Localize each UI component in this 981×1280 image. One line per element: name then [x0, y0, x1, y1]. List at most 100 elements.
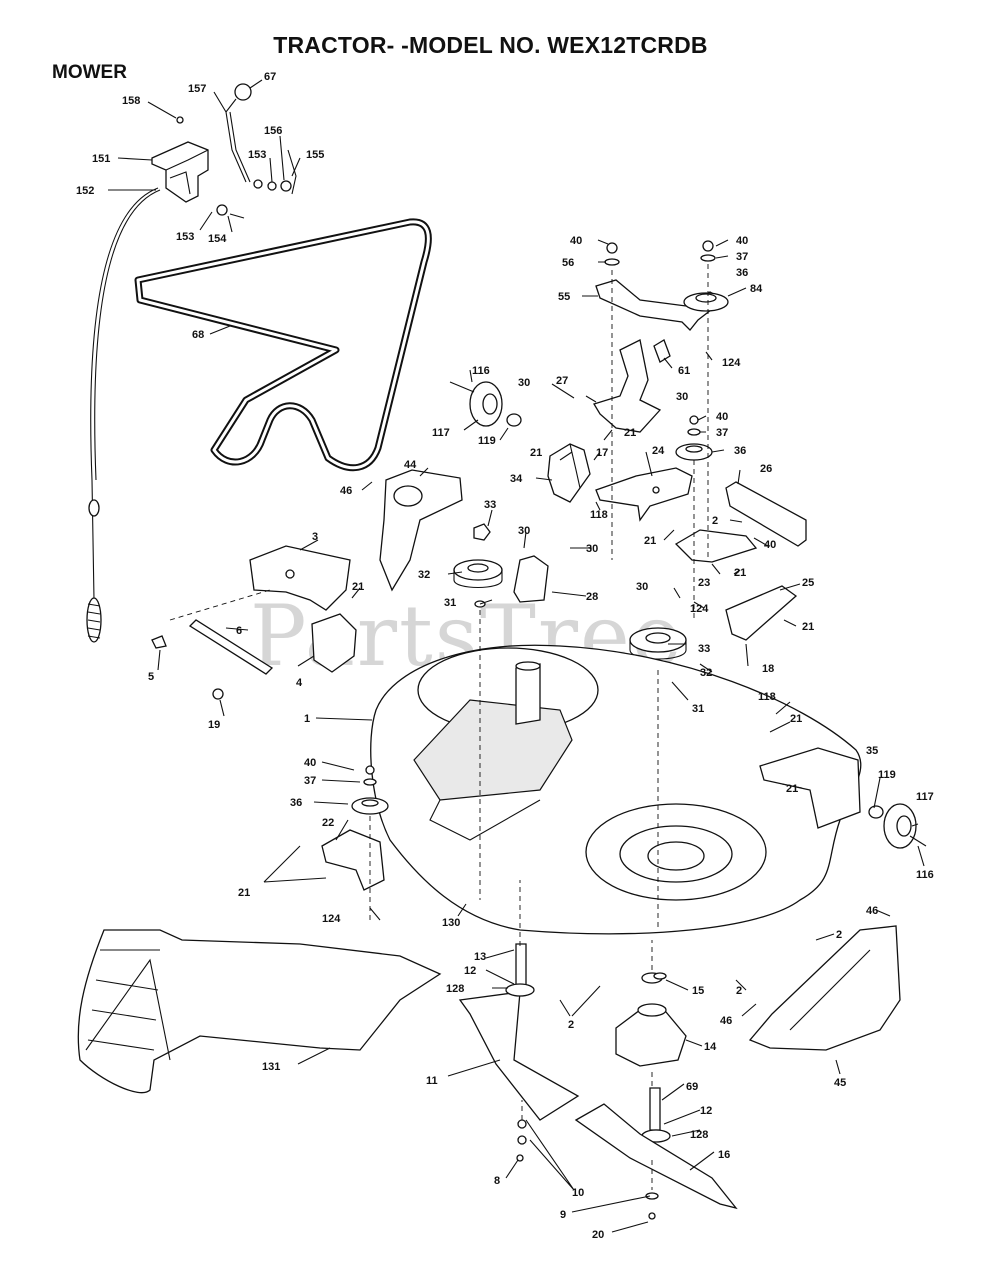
- diagram-title: TRACTOR- -MODEL NO. WEX12TCRDB: [273, 32, 708, 58]
- callout-28: 28: [586, 591, 598, 603]
- rod-6: [188, 619, 274, 675]
- callout-124: 124: [690, 603, 709, 615]
- gauge-wheel-right: [868, 803, 927, 849]
- callout-3: 3: [312, 531, 318, 543]
- callout-26: 26: [760, 463, 772, 475]
- hardware: [516, 972, 667, 1220]
- leader-lines: [108, 79, 925, 1233]
- callout-21: 21: [624, 427, 636, 439]
- spindle-housing-14: [615, 972, 687, 1067]
- callout-116: 116: [916, 869, 934, 881]
- callout-6: 6: [236, 625, 242, 637]
- callout-11: 11: [426, 1075, 438, 1087]
- callout-33: 33: [484, 499, 496, 511]
- callout-119: 119: [878, 769, 896, 781]
- callout-31: 31: [444, 597, 456, 609]
- belt-guard-44: [379, 469, 463, 592]
- callout-32: 32: [700, 667, 712, 679]
- callout-2: 2: [712, 515, 718, 527]
- callout-21: 21: [238, 887, 250, 899]
- callout-8: 8: [494, 1175, 500, 1187]
- callout-27: 27: [556, 375, 568, 387]
- callout-9: 9: [560, 1209, 566, 1221]
- bracket-22: [321, 829, 385, 891]
- callout-124: 124: [722, 357, 741, 369]
- callout-34: 34: [510, 473, 523, 485]
- callout-1: 1: [304, 713, 310, 725]
- callout-35: 35: [866, 745, 878, 757]
- spindle-12: [641, 1087, 671, 1143]
- callout-37: 37: [716, 427, 728, 439]
- callout-21: 21: [786, 783, 798, 795]
- callout-40: 40: [736, 235, 748, 247]
- callout-31: 31: [692, 703, 704, 715]
- callout-116: 116: [472, 365, 490, 377]
- callout-118: 118: [758, 691, 776, 703]
- cable-spring: [86, 597, 102, 643]
- callout-20: 20: [592, 1229, 604, 1241]
- callout-18: 18: [762, 663, 774, 675]
- callout-22: 22: [322, 817, 334, 829]
- callout-30: 30: [676, 391, 688, 403]
- callout-156: 156: [264, 125, 282, 137]
- callout-21: 21: [530, 447, 542, 459]
- callout-19: 19: [208, 719, 220, 731]
- arm-24: [595, 467, 693, 522]
- callout-2: 2: [836, 929, 842, 941]
- bracket-34: [547, 443, 591, 503]
- callout-30: 30: [518, 377, 530, 389]
- bracket-25: [725, 585, 798, 641]
- callout-2: 2: [736, 985, 742, 997]
- callout-154: 154: [208, 233, 227, 245]
- callout-117: 117: [916, 791, 934, 803]
- callout-152: 152: [76, 185, 94, 197]
- idler-bracket-55: [595, 240, 729, 331]
- callout-24: 24: [652, 445, 665, 457]
- callout-55: 55: [558, 291, 570, 303]
- callout-151: 151: [92, 153, 110, 165]
- pulley-32-right: [629, 627, 687, 670]
- callout-40: 40: [764, 539, 776, 551]
- callout-69: 69: [686, 1081, 698, 1093]
- callout-5: 5: [148, 671, 154, 683]
- callout-128: 128: [690, 1129, 708, 1141]
- callout-61: 61: [678, 365, 690, 377]
- callout-40: 40: [570, 235, 582, 247]
- callout-23: 23: [698, 577, 710, 589]
- callout-30: 30: [518, 525, 530, 537]
- lift-lever-assembly: [151, 83, 297, 219]
- drive-belt: [134, 218, 432, 472]
- callout-36: 36: [734, 445, 746, 457]
- callout-10: 10: [572, 1187, 584, 1199]
- callout-36: 36: [290, 797, 302, 809]
- bracket-4: [151, 613, 357, 700]
- discharge-chute: [77, 929, 442, 1094]
- callout-37: 37: [304, 775, 316, 787]
- callout-46: 46: [720, 1015, 732, 1027]
- pulley-36-left: [351, 765, 389, 815]
- callout-30: 30: [586, 543, 598, 555]
- callout-16: 16: [718, 1149, 730, 1161]
- callout-15: 15: [692, 985, 704, 997]
- callout-33: 33: [698, 643, 710, 655]
- gauge-wheel-left: [449, 381, 522, 427]
- callout-46: 46: [866, 905, 878, 917]
- callout-36: 36: [736, 267, 748, 279]
- callout-17: 17: [596, 447, 608, 459]
- callout-84: 84: [750, 283, 763, 295]
- callout-44: 44: [404, 459, 417, 471]
- callout-21: 21: [352, 581, 364, 593]
- callout-124: 124: [322, 913, 341, 925]
- mower-blade-16: [574, 1103, 738, 1210]
- callout-30: 30: [636, 581, 648, 593]
- callout-68: 68: [192, 329, 204, 341]
- spindle-13: [505, 943, 535, 997]
- callout-67: 67: [264, 71, 276, 83]
- callout-25: 25: [802, 577, 814, 589]
- callout-32: 32: [418, 569, 430, 581]
- callout-21: 21: [790, 713, 802, 725]
- callout-119: 119: [478, 435, 496, 447]
- callout-2: 2: [568, 1019, 574, 1031]
- callout-153: 153: [248, 149, 266, 161]
